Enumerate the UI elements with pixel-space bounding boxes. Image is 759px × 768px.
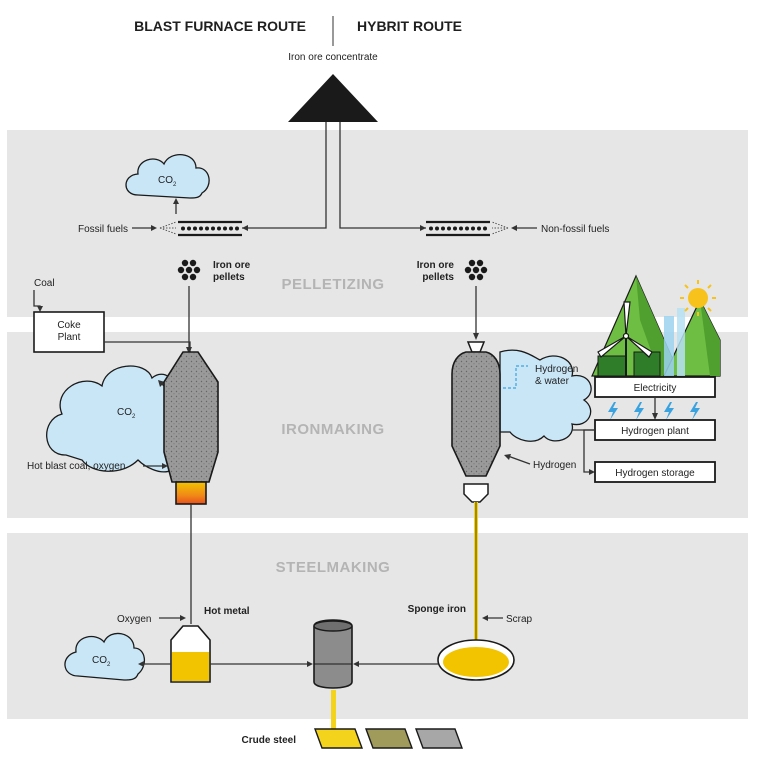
arrow-to-hydrogen-storage: [589, 469, 595, 475]
burner-left-icon: [159, 221, 177, 235]
lightning-bolt-icons: [608, 402, 700, 420]
arrow-scrap: [482, 615, 488, 621]
co2-cloud-mid: [46, 365, 173, 473]
hydrogen-label: Hydrogen: [533, 460, 576, 471]
sun-icon: [680, 280, 716, 316]
arrow-left-belt: [242, 225, 248, 231]
hot-metal-fill: [172, 652, 209, 681]
stage-label-ironmaking: IRONMAKING: [281, 421, 384, 438]
stage-label-steelmaking: STEELMAKING: [276, 559, 391, 576]
hydrogen-plant-label: Hydrogen plant: [621, 426, 689, 437]
hot-metal-label: Hot metal: [204, 606, 250, 617]
hydrogen-water-cloud: [499, 349, 592, 442]
oxygen-label: Oxygen: [117, 614, 151, 625]
slab-olive: [364, 728, 414, 749]
flow-pile-to-left-belt: [242, 122, 327, 229]
blast-furnace: [163, 351, 219, 483]
hydrogen-storage-box: [594, 461, 716, 483]
sponge-iron-label: Sponge iron: [408, 604, 466, 615]
arrow-pellets-to-furnace: [186, 347, 192, 354]
pellet-belt-left-dots: [181, 226, 239, 231]
header-hybrit-route: HYBRIT ROUTE: [357, 18, 462, 34]
pour-stream-crude-steel: [331, 690, 336, 730]
co2-top-label: CO2: [158, 175, 177, 188]
pellet-belt-right-dots: [429, 226, 487, 231]
arrow-hydrogen: [504, 454, 511, 460]
stage-label-pelletizing: PELLETIZING: [282, 276, 385, 293]
flow-plant-to-storage: [583, 429, 595, 473]
electricity-label: Electricity: [634, 383, 677, 394]
hydrogen-water-label: Hydrogen& water: [535, 364, 578, 387]
hydrogen-storage-label: Hydrogen storage: [615, 468, 695, 479]
crude-steel-label: Crude steel: [242, 735, 297, 746]
steel-vessel-top: [313, 620, 353, 632]
arrow-to-vessel-left: [307, 661, 313, 667]
arrow-pellets-to-shaft: [473, 333, 479, 340]
non-fossil-fuels-label: Non-fossil fuels: [541, 224, 609, 235]
co2-cloud-top: [125, 154, 210, 199]
pelletizing-band: [7, 130, 748, 317]
shaft-furnace: [451, 351, 501, 477]
hot-blast-label: Hot blast coal, oxygen: [27, 461, 125, 472]
iron-ore-concentrate-label: Iron ore concentrate: [288, 52, 378, 63]
co2-bottom-label: CO2: [92, 655, 111, 668]
scrap-label: Scrap: [506, 614, 533, 625]
arrow-fossil-fuels: [151, 225, 157, 231]
flow-hydrogen: [507, 455, 531, 465]
arrow-to-hydrogen-plant: [652, 413, 658, 420]
co2-cloud-bottom: [64, 632, 145, 681]
iron-ore-pellets-left-icon: [177, 259, 201, 281]
arrow-right-belt: [420, 225, 426, 231]
slab-gray: [414, 728, 464, 749]
header-blast-furnace-route: BLAST FURNACE ROUTE: [134, 18, 306, 34]
arrow-coal-to-coke: [37, 306, 43, 312]
iron-ore-pellets-right-icon: [464, 259, 488, 281]
coke-plant-box: [33, 311, 105, 353]
slab-yellow: [313, 728, 364, 749]
flow-shaft-to-cloud: [503, 365, 528, 389]
arrow-to-co2-bottom: [138, 661, 144, 667]
arrow-non-fossil-fuels: [511, 225, 517, 231]
arrow-oxygen: [180, 615, 186, 621]
renewable-landscape: [591, 274, 721, 377]
steel-vessel: [313, 619, 353, 689]
electric-arc-furnace-melt: [443, 647, 509, 677]
arrow-to-vessel-right: [353, 661, 359, 667]
co2-mid-label: CO2: [117, 407, 136, 420]
coal-label: Coal: [34, 278, 55, 289]
arrow-to-co2-top: [173, 198, 179, 204]
arrow-hot-blast: [162, 463, 168, 469]
shaft-furnace-outlet: [463, 483, 489, 503]
iron-ore-concentrate-pile: [288, 74, 378, 122]
fossil-fuels-label: Fossil fuels: [78, 224, 128, 235]
blast-furnace-hearth: [175, 481, 207, 505]
burner-right-icon: [491, 221, 509, 235]
flow-pile-to-right-belt: [339, 122, 426, 229]
wind-turbine-icon: [597, 301, 653, 376]
steelmaking-band: [7, 533, 748, 719]
